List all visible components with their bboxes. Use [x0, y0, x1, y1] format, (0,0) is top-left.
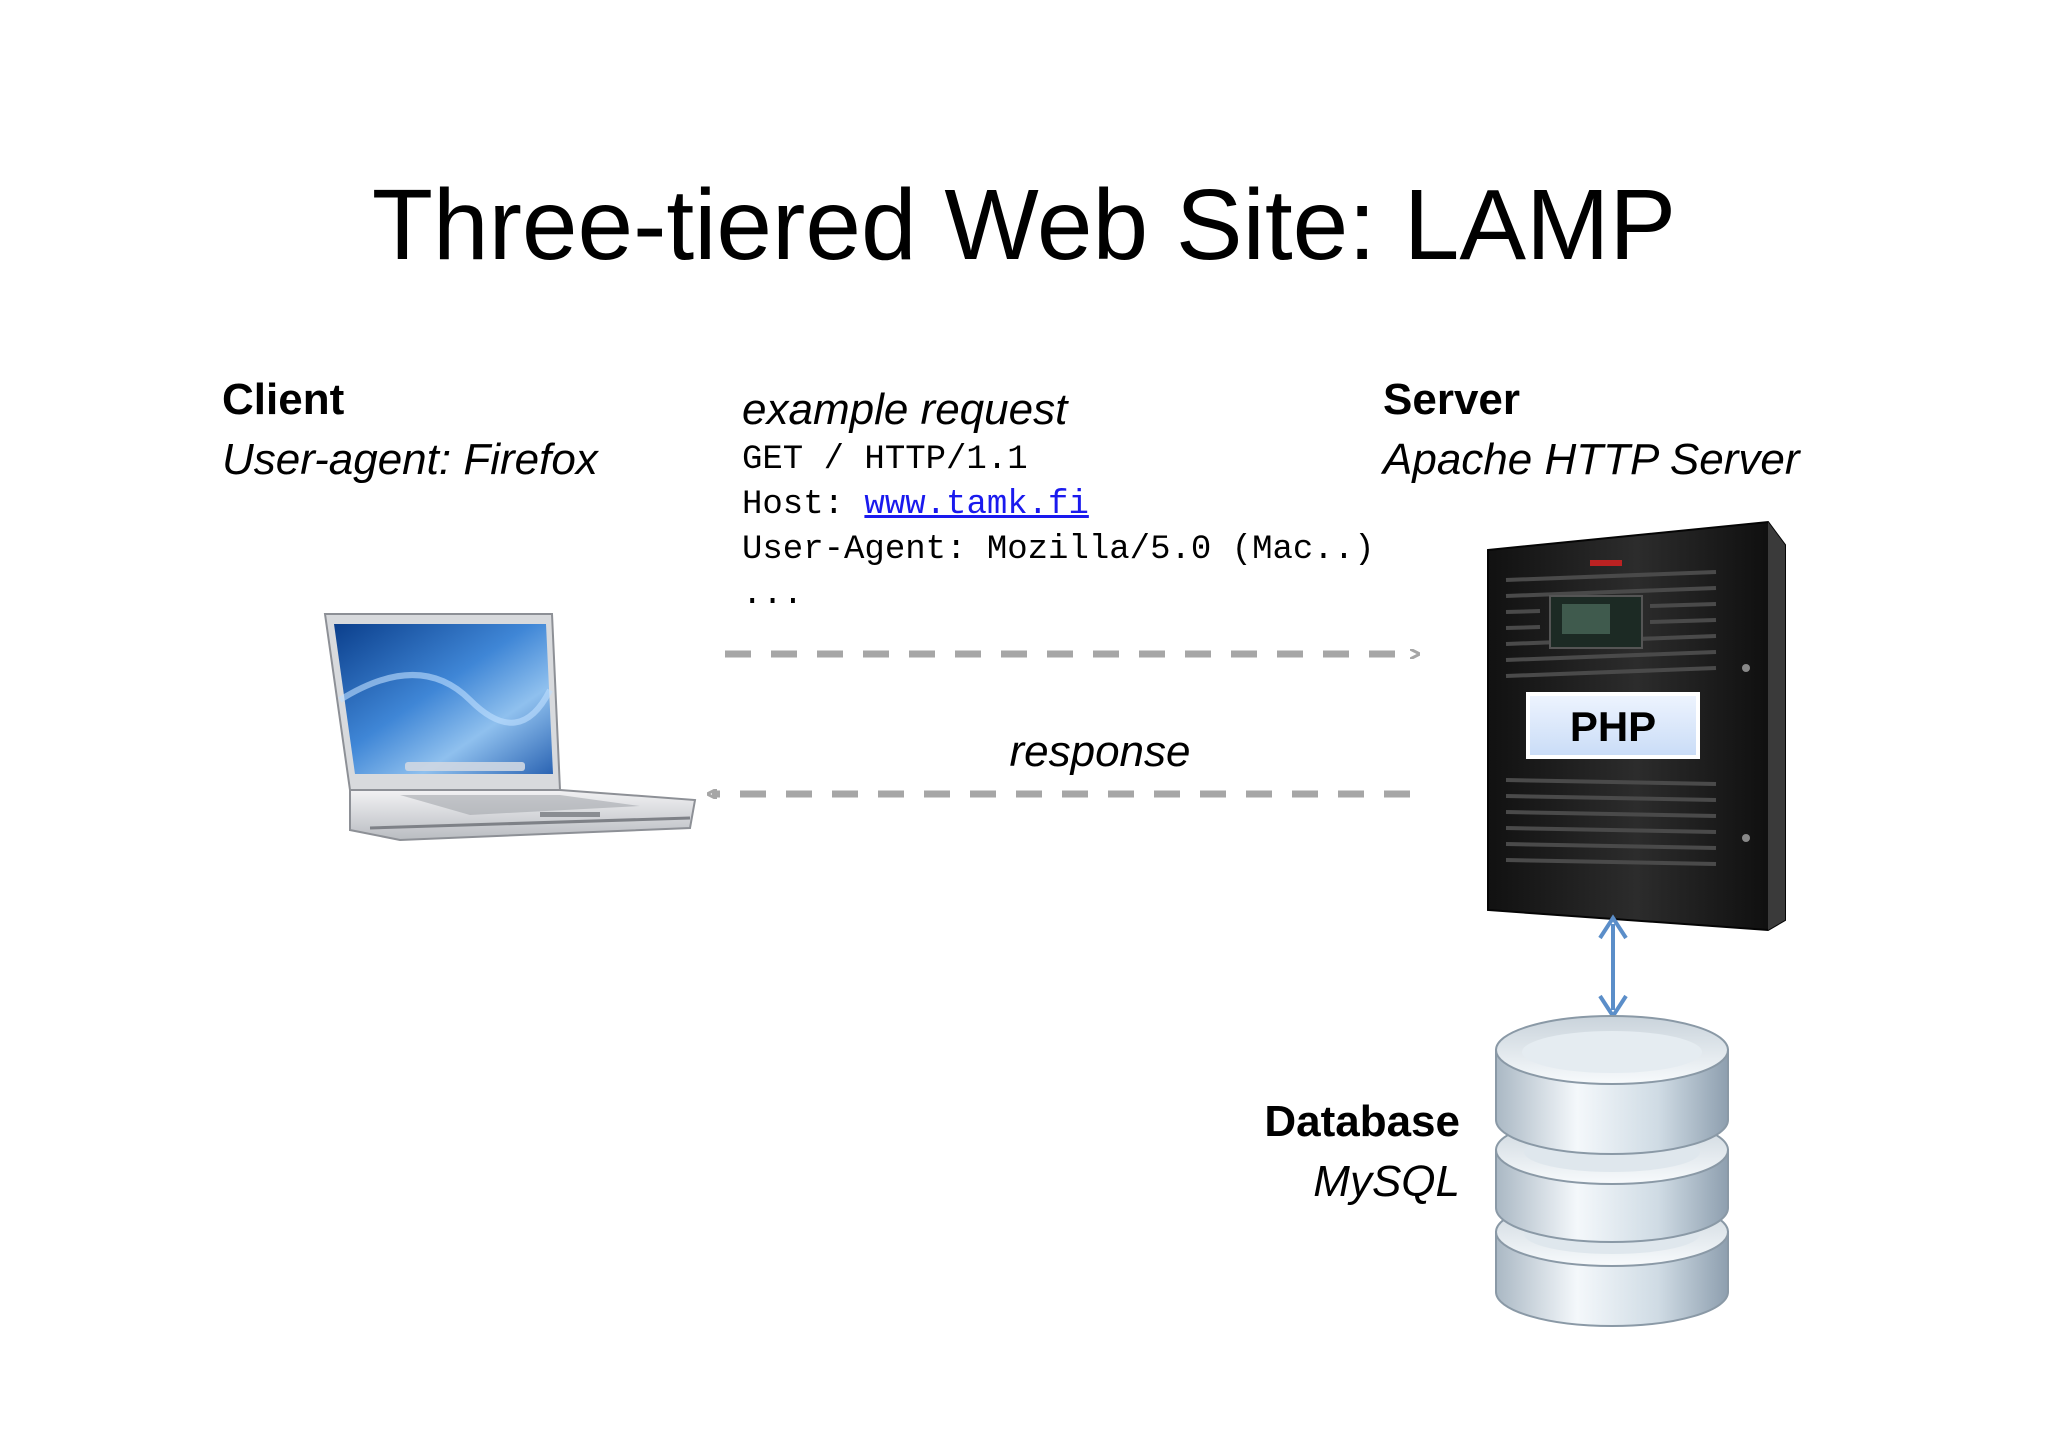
php-label: PHP — [1570, 703, 1656, 750]
server-database-arrow — [1598, 914, 1628, 1020]
request-line-2: Host: www.tamk.fi — [742, 483, 1375, 528]
client-subtitle: User-agent: Firefox — [222, 435, 598, 484]
server-subtitle: Apache HTTP Server — [1383, 435, 1800, 484]
server-tower-icon: PHP — [1487, 520, 1786, 932]
client-heading: Client — [222, 375, 345, 424]
database-cylinder-icon — [1495, 1015, 1729, 1327]
response-label: response — [1009, 727, 1191, 776]
host-link[interactable]: www.tamk.fi — [864, 486, 1089, 524]
server-heading: Server — [1383, 375, 1521, 424]
client-label-block: Client User-agent: Firefox — [222, 370, 598, 490]
laptop-icon — [323, 613, 697, 842]
page-title: Three-tiered Web Site: LAMP — [371, 169, 1677, 281]
database-subtitle: MySQL — [1313, 1157, 1460, 1206]
request-line-3: User-Agent: Mozilla/5.0 (Mac..) — [742, 531, 1375, 569]
request-line-1: GET / HTTP/1.1 — [742, 441, 1028, 479]
database-label-block: Database MySQL — [1180, 1092, 1460, 1212]
server-label-block: Server Apache HTTP Server — [1383, 370, 1800, 490]
database-heading: Database — [1264, 1097, 1460, 1146]
request-label-block: example request GET / HTTP/1.1 Host: www… — [742, 382, 1375, 618]
request-line-4: ... — [742, 576, 804, 614]
request-heading: example request — [742, 385, 1068, 434]
host-prefix: Host: — [742, 486, 865, 524]
php-module-box — [1526, 692, 1700, 759]
